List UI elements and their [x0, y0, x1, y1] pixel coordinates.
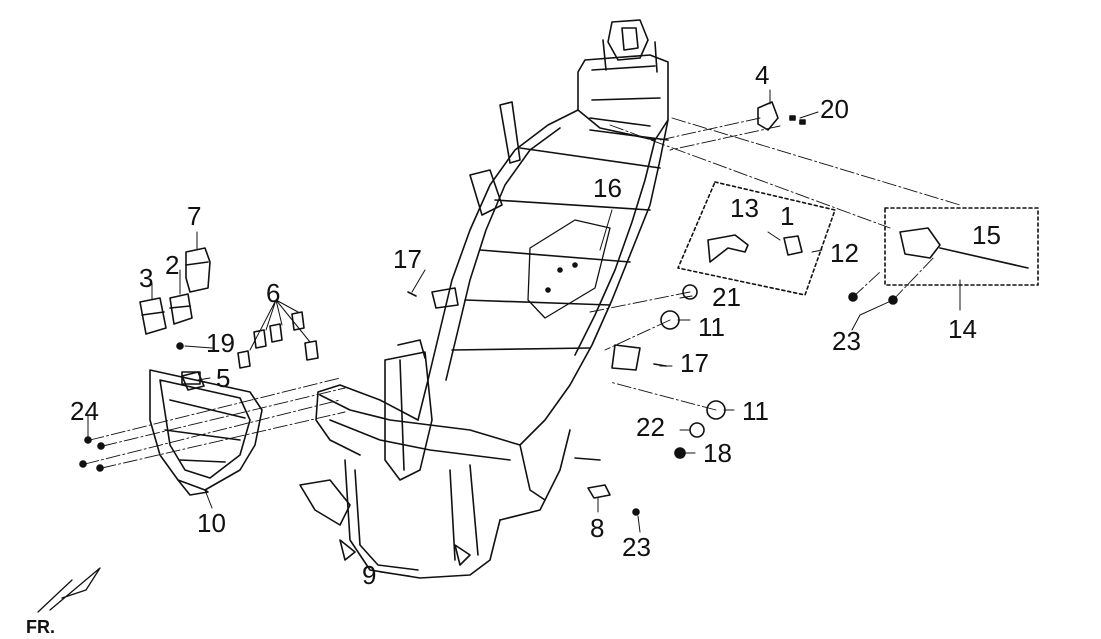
- front-label: FR.: [26, 617, 55, 637]
- nut-18: [674, 447, 686, 459]
- center-plate: [527, 219, 611, 319]
- clips-6: [237, 311, 319, 369]
- callout-14: 14: [948, 314, 977, 344]
- callout-15: 15: [972, 220, 1001, 250]
- callout-4: 4: [755, 60, 770, 90]
- callout-23-bottom: 23: [622, 532, 651, 562]
- box-12: [677, 181, 836, 296]
- alignment-lines: [84, 117, 961, 469]
- callout-1: 1: [780, 201, 795, 231]
- bushing-1: [783, 235, 803, 256]
- callout-11-top: 11: [698, 312, 725, 342]
- callout-8: 8: [590, 513, 605, 543]
- callout-21: 21: [712, 282, 741, 312]
- callout-16: 16: [593, 173, 622, 203]
- callout-11-bottom: 11: [742, 396, 769, 426]
- connector-7: [185, 247, 211, 293]
- front-direction-arrow: [37, 567, 101, 613]
- callout-23-top: 23: [832, 326, 861, 356]
- bracket-4: [757, 101, 779, 131]
- leader-lines: [87, 89, 961, 577]
- callout-19: 19: [206, 328, 235, 358]
- callout-2: 2: [165, 250, 180, 280]
- lever-13: [707, 234, 749, 263]
- callout-20: 20: [820, 94, 849, 124]
- callout-3: 3: [139, 263, 154, 293]
- callout-13: 13: [730, 193, 759, 223]
- cable-15: [939, 247, 1029, 269]
- callout-7: 7: [187, 201, 202, 231]
- front-subframe: [149, 369, 263, 496]
- bolt-19: [176, 342, 184, 350]
- washer-21: [682, 284, 698, 300]
- connector-3: [139, 297, 167, 335]
- box-14: [884, 207, 1039, 286]
- nuts-24: [79, 436, 105, 472]
- washer-22: [689, 422, 705, 438]
- bolts-20: [789, 115, 806, 125]
- callout-17-right: 17: [680, 348, 709, 378]
- callout-10: 10: [197, 508, 226, 538]
- nut-23b: [632, 508, 640, 516]
- callout-24: 24: [70, 396, 99, 426]
- callout-22: 22: [636, 412, 665, 442]
- bracket-8: [587, 484, 611, 499]
- callout-12: 12: [830, 238, 859, 268]
- callout-17-left: 17: [393, 244, 422, 274]
- main-frame: [299, 19, 669, 579]
- callout-18: 18: [703, 438, 732, 468]
- callout-5: 5: [216, 363, 231, 393]
- connector-2: [169, 293, 193, 325]
- callout-9: 9: [362, 560, 377, 590]
- callout-6: 6: [266, 278, 281, 308]
- clip-5: [181, 371, 205, 391]
- pin-17a: [407, 291, 417, 297]
- lock-15: [899, 227, 941, 259]
